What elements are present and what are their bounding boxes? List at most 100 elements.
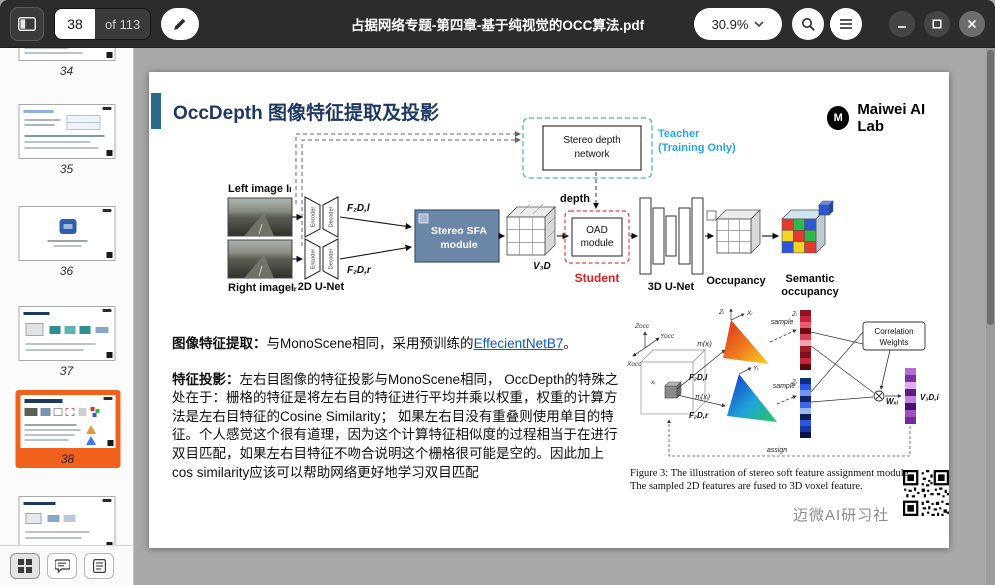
multiply-node: [873, 390, 885, 402]
p2-text: 左右目图像的特征投影与MonoScene相同， OccDepth的特殊之处在于：…: [172, 371, 619, 480]
label-student: Student: [575, 271, 620, 285]
page-total-label: of 113: [95, 9, 151, 39]
paragraph-feature-extraction: 图像特征提取：与MonoScene相同，采用预训练的EffecientNetB7…: [172, 335, 624, 354]
right-feature-triangle: [727, 374, 777, 422]
thumbnail-label-35: 35: [59, 162, 74, 176]
annotate-button[interactable]: [161, 8, 200, 40]
label-correlation: Correlation: [874, 327, 913, 336]
right-camera-image: [227, 239, 293, 279]
maximize-button[interactable]: [924, 11, 950, 37]
label-depth: depth: [560, 193, 590, 205]
label-yr-axis: Yᵣ: [753, 365, 759, 372]
figure3-sfa-illustration: Zocc Yocc Xocc xᵢ πₗ(xᵢ) πᵣ(xᵢ) Zₗ Xₗ F₂…: [627, 308, 939, 457]
paragraph-feature-projection: 特征投影：左右目图像的特征投影与MonoScene相同， OccDepth的特殊…: [172, 371, 624, 483]
thumbnail-page-37[interactable]: 37: [15, 306, 118, 378]
thumbnail-image-38: [19, 394, 116, 449]
thumbnail-image-35: [18, 104, 115, 159]
thumbnail-image-36: [18, 206, 115, 261]
selected-thumbnail-highlight: 38: [15, 390, 120, 468]
label-xocc: Xocc: [627, 361, 642, 368]
corr-line-1: [810, 331, 864, 345]
thumbnail-page-38-selected[interactable]: 38: [15, 390, 120, 468]
left-camera-image: [227, 197, 293, 237]
zoom-control[interactable]: 30.9%: [694, 8, 782, 40]
axis-yocc: [644, 337, 660, 349]
label-oad-1: OAD: [586, 225, 608, 236]
outline-view-button[interactable]: [84, 552, 114, 579]
pencil-icon: [174, 18, 186, 30]
outline-icon: [92, 558, 106, 573]
stereo-depth-network-box: Stereo depth network: [522, 117, 653, 179]
label-encoder-top: Encoder: [311, 207, 317, 228]
thumbnail-page-36[interactable]: 36: [15, 206, 118, 278]
page-number-input[interactable]: [55, 9, 95, 39]
figure3-caption-line1: Figure 3: The illustration of stereo sof…: [630, 468, 911, 479]
label-zl-bar: Zₗ: [791, 311, 798, 318]
p1-text: 与MonoScene相同，采用预训练的: [266, 336, 474, 351]
label-decoder-top: Decoder: [329, 206, 335, 227]
label-right-image: Right imageIᵣ: [228, 282, 297, 294]
slide-title-accent-bar: [151, 93, 161, 129]
thumbnail-page-35[interactable]: 35: [15, 104, 118, 176]
thumbnail-label-37: 37: [59, 364, 74, 378]
sidebar-view-switcher: [0, 545, 133, 585]
label-encoder-bottom: Encoder: [311, 249, 317, 270]
thumbnail-page-39[interactable]: 39: [15, 496, 118, 568]
label-pi-l: πₗ(xᵢ): [697, 341, 712, 348]
menu-button[interactable]: [830, 8, 862, 40]
scrollbar-track[interactable]: [986, 48, 995, 585]
label-zl-axis: Zₗ: [718, 309, 725, 316]
slide-body-text: 图像特征提取：与MonoScene相同，采用预训练的EffecientNetB7…: [172, 335, 624, 482]
label-left-image: Left image Iₗ: [228, 183, 292, 195]
label-zr-bar: Zᵣ: [791, 379, 798, 386]
label-f2dr: F₂D,r: [347, 265, 372, 276]
maximize-icon: [932, 19, 942, 29]
search-button[interactable]: [792, 8, 824, 40]
unet2d-bottom: Encoder Decoder: [304, 238, 339, 280]
sidebar-toggle-icon: [18, 17, 36, 31]
header-left-cluster: of 113: [10, 7, 200, 41]
oad-module: OAD module: [564, 210, 630, 264]
document-title: 占据网络专题-第四章-基于纯视觉的OCC算法.pdf: [350, 18, 645, 33]
label-unet3d: 3D U-Net: [648, 281, 695, 293]
efficientnet-link[interactable]: EffecientNetB7: [473, 336, 564, 351]
scrollbar-thumb[interactable]: [987, 50, 994, 325]
sample-arrow-right: [776, 395, 797, 405]
corr-line-4: [810, 396, 874, 403]
label-fig3-f2dl: F₂D,l: [689, 373, 708, 382]
thumbnail-page-34[interactable]: 34: [15, 48, 118, 78]
architecture-diagram: Stereo depth network Teacher (Training O…: [227, 117, 840, 298]
label-sample-right: sample: [773, 383, 796, 390]
arrow-f2dl: [339, 216, 413, 230]
left-feature-bar: [800, 310, 811, 370]
minimize-button[interactable]: [889, 11, 915, 37]
annotations-view-button[interactable]: [47, 552, 77, 579]
chevron-down-icon: [754, 20, 765, 27]
label-yocc: Yocc: [660, 333, 675, 340]
label-xi: xᵢ: [650, 379, 655, 386]
document-view[interactable]: OccDepth 图像特征提取及投影 M Maiwei AI Lab: [134, 48, 995, 585]
thumbnails-view-button[interactable]: [10, 552, 40, 579]
stereo-sfa-module: Stereo SFA module: [414, 209, 500, 263]
thumbnail-label-34: 34: [59, 64, 74, 78]
qr-code: [903, 470, 949, 516]
thumbnail-label-38: 38: [60, 452, 75, 466]
slide-title: OccDepth 图像特征提取及投影: [173, 103, 440, 124]
arrow-f2dr: [339, 244, 413, 260]
maiwei-logo-mark: M: [827, 106, 850, 130]
label-zocc: Zocc: [634, 323, 650, 330]
hamburger-icon: [840, 19, 852, 29]
close-button[interactable]: [959, 11, 985, 37]
label-sfa-2: module: [440, 239, 477, 251]
zoom-level: 30.9%: [711, 16, 749, 32]
right-feature-bar: [800, 378, 811, 438]
projection-left-arrow: [676, 349, 726, 390]
unet3d-blocks: [639, 197, 704, 275]
sample-arrow-left: [769, 329, 797, 343]
label-stereo-depth-2: network: [574, 149, 610, 160]
label-semantic-1: Semantic: [786, 273, 835, 285]
sidebar-toggle-button[interactable]: [10, 7, 44, 41]
assign-dashed-path: [667, 419, 911, 457]
corr-line-2: [810, 331, 864, 393]
label-stereo-depth-1: Stereo depth: [563, 135, 620, 146]
